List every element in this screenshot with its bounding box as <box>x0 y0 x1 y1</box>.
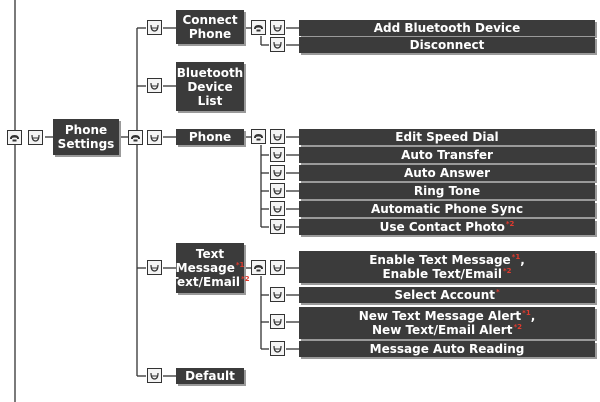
new-text-email-alert-label: New Text/Email Alert <box>372 323 513 337</box>
text-message-line-2: Message*1 <box>176 261 245 275</box>
phone-button-icon <box>128 130 143 145</box>
footnote-marker: *2 <box>502 267 512 275</box>
bluetooth-device-list-line-2: Device <box>187 79 233 94</box>
message-auto-reading-item[interactable]: Message Auto Reading <box>299 341 595 357</box>
new-text-message-alert-label: New Text Message Alert <box>358 309 522 323</box>
text-message-box[interactable]: Text Message*1 Text/Email*2 <box>170 243 250 293</box>
interface-dial-icon <box>28 130 43 145</box>
enable-text-message-label: Enable Text Message <box>369 253 511 267</box>
bluetooth-device-list-line-1: Bluetooth <box>176 65 244 80</box>
phone-box[interactable]: Phone <box>176 129 244 145</box>
interface-dial-icon <box>147 368 162 383</box>
phone-settings-line-1: Phone <box>64 123 108 137</box>
connect-phone-line-2: Phone <box>188 27 232 41</box>
phone-button-icon <box>251 129 266 144</box>
disconnect-item[interactable]: Disconnect <box>299 37 595 53</box>
use-contact-photo-item[interactable]: Use Contact Photo*2 <box>299 219 595 235</box>
new-text-message-alert-line-1: New Text Message Alert*1, <box>358 309 536 323</box>
interface-dial-icon <box>270 287 285 302</box>
enable-text-message-line-1: Enable Text Message*1, <box>369 253 525 267</box>
text-message-line-2-text: Message <box>175 261 235 275</box>
add-bluetooth-device-label: Add Bluetooth Device <box>373 21 521 35</box>
interface-dial-icon <box>270 201 285 216</box>
new-text-message-alert-line-2: New Text/Email Alert*2 <box>372 323 522 337</box>
interface-dial-icon <box>270 20 285 35</box>
footnote-marker: *2 <box>513 323 522 331</box>
interface-dial-icon <box>270 129 285 144</box>
interface-dial-icon <box>147 130 162 145</box>
interface-dial-icon <box>270 219 285 234</box>
automatic-phone-sync-label: Automatic Phone Sync <box>370 202 524 216</box>
text-message-line-3: Text/Email*2 <box>170 275 249 289</box>
footnote-marker: *1 <box>511 253 521 261</box>
automatic-phone-sync-item[interactable]: Automatic Phone Sync <box>299 201 595 217</box>
footnote-marker: *2 <box>505 220 515 228</box>
interface-dial-icon <box>147 260 162 275</box>
new-text-message-alert-item[interactable]: New Text Message Alert*1, New Text/Email… <box>299 307 595 339</box>
ring-tone-item[interactable]: Ring Tone <box>299 183 595 199</box>
phone-settings-line-2: Settings <box>57 137 115 151</box>
text-message-line-3-text: Text/Email <box>170 275 241 289</box>
footnote-marker: * <box>495 288 500 296</box>
phone-settings-box[interactable]: Phone Settings <box>53 119 119 155</box>
footnote-marker: *2 <box>241 275 250 283</box>
text-message-line-1: Text <box>195 247 225 261</box>
message-auto-reading-label: Message Auto Reading <box>369 342 525 356</box>
bluetooth-device-list-line-3: List <box>197 93 223 108</box>
interface-dial-icon <box>270 260 285 275</box>
auto-transfer-label: Auto Transfer <box>401 148 493 162</box>
interface-dial-icon <box>270 165 285 180</box>
default-label: Default <box>185 369 235 383</box>
interface-dial-icon <box>270 147 285 162</box>
interface-dial-icon <box>270 37 285 52</box>
enable-text-message-line-2: Enable Text/Email*2 <box>382 267 511 281</box>
interface-dial-icon <box>270 314 285 329</box>
select-account-item[interactable]: Select Account* <box>299 287 595 303</box>
enable-text-email-label: Enable Text/Email <box>382 267 502 281</box>
default-box[interactable]: Default <box>176 368 244 384</box>
auto-answer-label: Auto Answer <box>403 166 491 180</box>
interface-dial-icon <box>270 183 285 198</box>
interface-dial-icon <box>147 78 162 93</box>
edit-speed-dial-item[interactable]: Edit Speed Dial <box>299 129 595 145</box>
select-account-label: Select Account <box>394 288 495 302</box>
phone-button-icon <box>251 260 266 275</box>
use-contact-photo-label: Use Contact Photo <box>379 220 505 234</box>
bluetooth-device-list-box[interactable]: Bluetooth Device List <box>176 62 244 111</box>
connect-phone-line-1: Connect <box>182 13 238 27</box>
disconnect-label: Disconnect <box>409 38 485 52</box>
phone-button-icon <box>7 130 22 145</box>
use-contact-photo-line: Use Contact Photo*2 <box>380 220 515 234</box>
footnote-marker: *1 <box>522 309 531 317</box>
enable-text-message-item[interactable]: Enable Text Message*1, Enable Text/Email… <box>299 251 595 283</box>
add-bluetooth-device-item[interactable]: Add Bluetooth Device <box>299 20 595 36</box>
ring-tone-label: Ring Tone <box>413 184 481 198</box>
connect-phone-box[interactable]: Connect Phone <box>176 10 244 44</box>
edit-speed-dial-label: Edit Speed Dial <box>395 130 499 144</box>
footnote-marker: *1 <box>235 261 245 269</box>
auto-answer-item[interactable]: Auto Answer <box>299 165 595 181</box>
phone-button-icon <box>251 20 266 35</box>
select-account-line: Select Account* <box>394 288 499 302</box>
phone-label: Phone <box>188 130 232 144</box>
interface-dial-icon <box>147 20 162 35</box>
interface-dial-icon <box>270 341 285 356</box>
auto-transfer-item[interactable]: Auto Transfer <box>299 147 595 163</box>
